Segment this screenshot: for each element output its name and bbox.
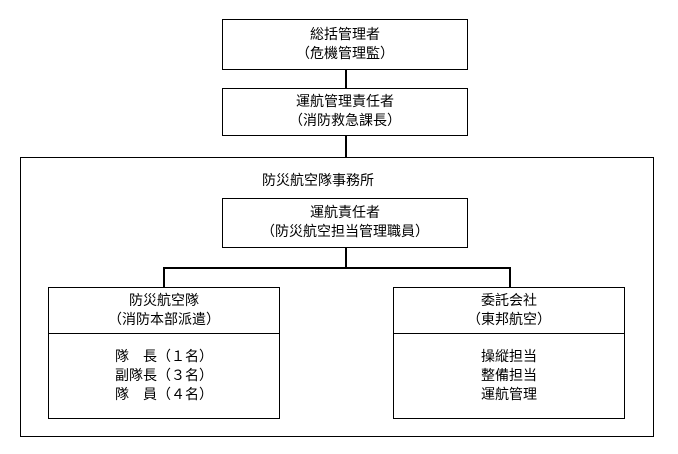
air-unit-origin: （消防本部派遣）	[108, 312, 220, 328]
connector-ops-office	[345, 136, 347, 158]
connector-chief-branch	[345, 248, 347, 268]
general-manager-role: （危機管理監）	[296, 45, 394, 62]
air-unit-members: 隊 長（１名） 副隊長（３名） 隊 員（４名）	[115, 334, 213, 418]
operations-chief-box: 運航責任者 （防災航空担当管理職員）	[222, 198, 468, 248]
general-manager-title: 総括管理者	[310, 26, 380, 43]
member-row: 隊 員（４名）	[115, 386, 213, 403]
operations-manager-role: （消防救急課長）	[289, 113, 401, 129]
branch-right-drop	[509, 267, 511, 287]
connector-top-ops	[345, 70, 347, 88]
branch-left-drop	[163, 267, 165, 287]
duty-row: 操縦担当	[481, 348, 537, 365]
office-title: 防災航空隊事務所	[262, 173, 374, 189]
operations-chief-title: 運航責任者	[310, 205, 380, 221]
air-unit-header: 防災航空隊 （消防本部派遣）	[49, 288, 279, 334]
air-unit-box: 防災航空隊 （消防本部派遣） 隊 長（１名） 副隊長（３名） 隊 員（４名）	[48, 287, 280, 419]
general-manager-box: 総括管理者 （危機管理監）	[222, 19, 468, 70]
duty-row: 整備担当	[481, 367, 537, 384]
branch-horizontal	[163, 267, 510, 269]
contractor-header: 委託会社 （東邦航空）	[394, 288, 624, 334]
contractor-title: 委託会社	[481, 293, 537, 309]
member-row: 隊 長（１名）	[115, 348, 213, 365]
operations-manager-title: 運航管理責任者	[296, 94, 394, 110]
contractor-duties: 操縦担当 整備担当 運航管理	[481, 334, 537, 418]
office-frame	[20, 157, 654, 437]
member-row: 副隊長（３名）	[115, 367, 213, 384]
contractor-box: 委託会社 （東邦航空） 操縦担当 整備担当 運航管理	[393, 287, 625, 419]
air-unit-title: 防災航空隊	[129, 293, 199, 309]
operations-chief-role: （防災航空担当管理職員）	[261, 224, 429, 240]
duty-row: 運航管理	[481, 386, 537, 403]
contractor-name: （東邦航空）	[467, 312, 551, 328]
operations-manager-box: 運航管理責任者 （消防救急課長）	[222, 88, 468, 136]
